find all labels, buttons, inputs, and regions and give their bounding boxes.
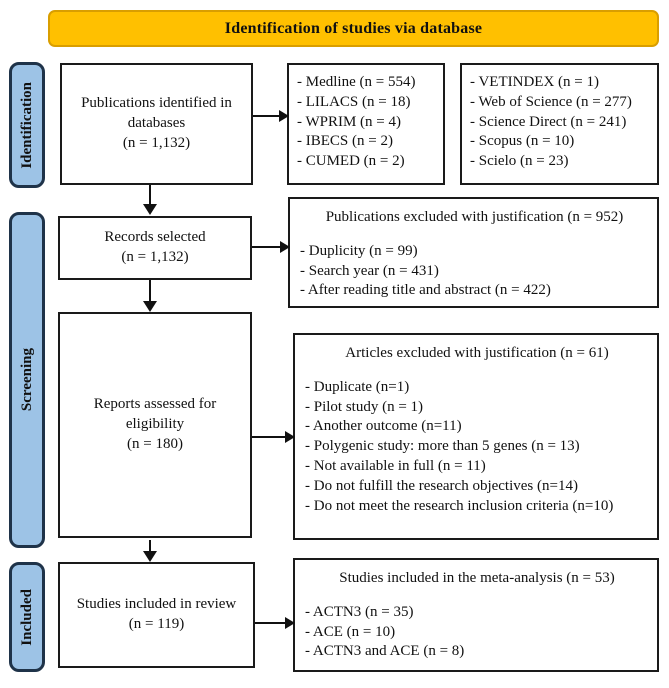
list-item: - Not available in full (n = 11) — [305, 457, 486, 474]
box-databases-left: - Medline (n = 554) - LILACS (n = 18) - WP… — [287, 63, 445, 185]
diagram-title-banner: Identification of studies via database — [48, 10, 659, 47]
stage-label-identification-text: Identification — [18, 81, 35, 169]
box-line: Publications identified in — [81, 95, 232, 112]
list-item: - Do not meet the research inclusion cri… — [305, 497, 614, 514]
list-item: - After reading title and abstract (n = … — [300, 282, 551, 299]
list-item: - Duplicate (n=1) — [305, 378, 410, 395]
box-line: Studies included in review — [76, 596, 237, 613]
arrow-right-review-to-meta — [255, 617, 295, 629]
box-line: databases — [127, 115, 186, 132]
box-records-selected: Records selected (n = 1,132) — [58, 216, 252, 280]
list-item: - ACTN3 (n = 35) — [305, 603, 414, 620]
list-item: - WPRIM (n = 4) — [297, 113, 402, 130]
box-line: (n = 119) — [128, 616, 185, 632]
inclusion-list: - ACTN3 (n = 35) - ACE (n = 10) - ACTN3 an… — [305, 603, 649, 662]
list-item: - Medline (n = 554) — [297, 74, 416, 90]
box-line: (n = 1,132) — [121, 249, 189, 265]
exclusion-list: - Duplicate (n=1) - Pilot study (n = 1) - … — [305, 378, 649, 517]
box-line: eligibility — [125, 416, 185, 433]
box-line: Reports assessed for — [93, 396, 217, 413]
list-item: - VETINDEX (n = 1) — [470, 74, 599, 90]
list-item: - Pilot study (n = 1) — [305, 398, 424, 415]
box-line: (n = 180) — [127, 435, 183, 452]
stage-label-screening: Screening — [9, 212, 45, 548]
stage-label-identification: Identification — [9, 62, 45, 188]
arrow-right-identified-to-databases — [253, 110, 289, 122]
list-item: - Search year (n = 431) — [300, 262, 439, 279]
list-item: - Polygenic study: more than 5 genes (n … — [305, 438, 580, 455]
box-studies-meta-analysis: Studies included in the meta-analysis (n… — [293, 558, 659, 672]
stage-label-screening-text: Screening — [18, 348, 35, 412]
list-item: - Duplicity (n = 99) — [300, 242, 418, 259]
arrow-down-records-to-reports — [143, 280, 157, 312]
list-item: - Scopus (n = 10) — [470, 133, 575, 150]
diagram-title: Identification of studies via database — [224, 19, 483, 37]
list-item: - CUMED (n = 2) — [297, 153, 405, 170]
box-title: Publications excluded with justification… — [325, 209, 624, 225]
box-studies-included-review: Studies included in review (n = 119) — [58, 562, 255, 668]
arrow-right-records-to-excluded — [252, 241, 290, 253]
arrow-right-reports-to-excluded — [252, 431, 295, 443]
stage-label-included: Included — [9, 562, 45, 672]
box-databases-right: - VETINDEX (n = 1) - Web of Science (n = … — [460, 63, 659, 185]
box-publications-excluded: Publications excluded with justification… — [288, 197, 659, 308]
list-item: - Another outcome (n=11) — [305, 418, 462, 435]
list-item: - Science Direct (n = 241) — [470, 113, 627, 130]
arrow-down-reports-to-review — [143, 540, 157, 562]
list-item: - Do not fulfill the research objectives… — [305, 477, 578, 494]
list-item: - Web of Science (n = 277) — [470, 93, 632, 110]
list-item: - ACTN3 and ACE (n = 8) — [305, 643, 465, 660]
box-line: Records selected — [104, 229, 206, 246]
box-line: (n = 1,132) — [122, 134, 191, 151]
list-item: - IBECS (n = 2) — [297, 133, 393, 150]
box-publications-identified: Publications identified in databases (n … — [60, 63, 253, 185]
list-item: - LILACS (n = 18) — [297, 93, 411, 110]
arrow-down-identified-to-records — [143, 185, 157, 215]
box-articles-excluded: Articles excluded with justification (n … — [293, 333, 659, 540]
list-item: - ACE (n = 10) — [305, 623, 396, 640]
box-title: Studies included in the meta-analysis (n… — [339, 570, 615, 586]
box-title: Articles excluded with justification (n … — [345, 345, 609, 361]
stage-label-included-text: Included — [18, 588, 35, 646]
box-reports-assessed: Reports assessed for eligibility (n = 18… — [58, 312, 252, 538]
list-item: - Scielo (n = 23) — [470, 153, 569, 170]
exclusion-list: - Duplicity (n = 99) - Search year (n = 4… — [300, 242, 649, 301]
